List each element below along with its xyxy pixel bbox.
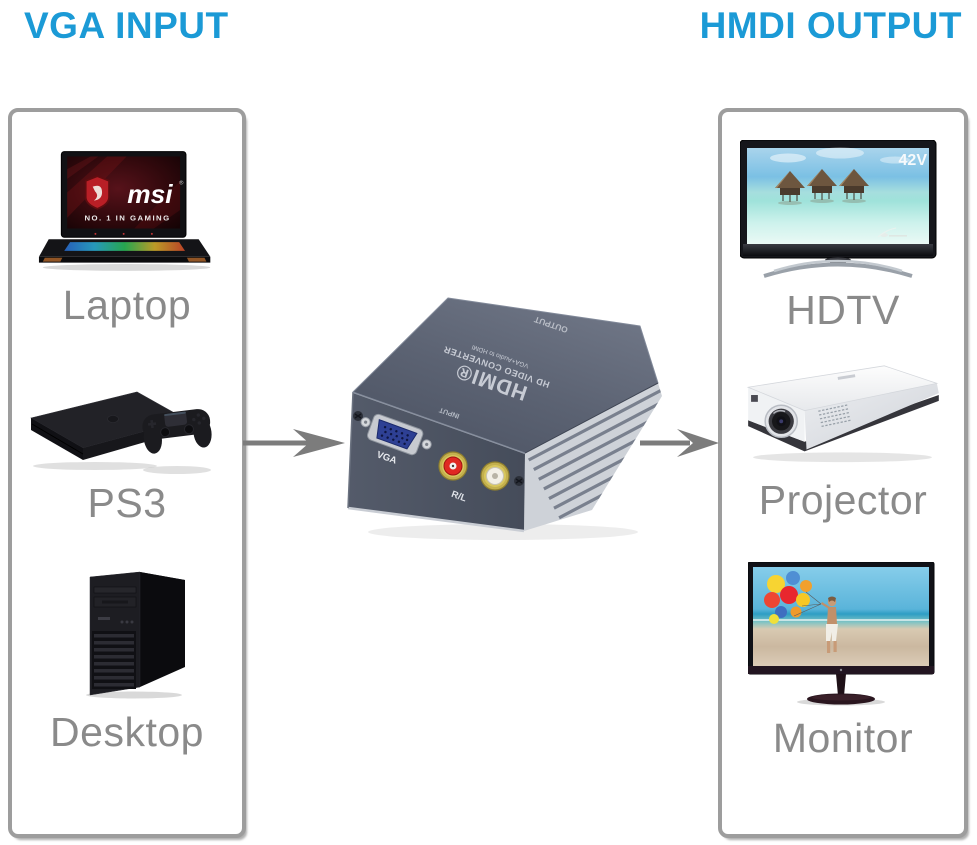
- converter-front-face: VGA R/L: [347, 391, 526, 533]
- msi-shield-logo: [84, 175, 110, 210]
- converter-top-face: HDMI® HD VIDEO CONVERTER VGA+Audio to HD…: [352, 297, 659, 454]
- msi-logo-text: msi: [127, 179, 173, 209]
- msi-registered-mark: ®: [179, 180, 184, 187]
- ps3-label: PS3: [87, 480, 167, 526]
- balloons: [764, 571, 822, 624]
- hmdi-output-title: HMDI OUTPUT: [699, 5, 962, 46]
- monitor-image: [748, 562, 935, 706]
- tv-size-badge: 42V: [899, 152, 928, 169]
- converter-image: VGA R/L HDMI® HD VIDEO CONVERTER: [347, 297, 662, 540]
- monitor-label: Monitor: [772, 715, 914, 761]
- laptop-label: Laptop: [62, 282, 192, 328]
- laptop-image: msi ® NO. 1 IN GAMING: [38, 151, 211, 271]
- beach-huts: [775, 169, 869, 205]
- rca-jack-white: [480, 461, 510, 491]
- tv-screen-logo: [877, 227, 907, 238]
- projector-label: Projector: [758, 477, 928, 523]
- projector-vents: [818, 404, 851, 428]
- rca-jack-red: [438, 451, 468, 481]
- projector-image: [746, 365, 939, 463]
- projector-lens: [764, 404, 798, 439]
- left-arrow-icon: [243, 429, 345, 457]
- output-devices-panel: 42V HDTV: [718, 108, 968, 838]
- beach-person: [821, 596, 838, 653]
- rca-port-label: R/L: [450, 489, 468, 505]
- vga-input-title: VGA INPUT: [24, 5, 229, 46]
- input-devices-panel: msi ® NO. 1 IN GAMING Laptop: [8, 108, 246, 838]
- msi-tagline: NO. 1 IN GAMING: [84, 214, 170, 223]
- ps3-console-image: [30, 391, 212, 474]
- screw: [353, 411, 363, 421]
- hdtv-label: HDTV: [786, 287, 900, 333]
- desktop-tower-image: [86, 571, 185, 699]
- desktop-label: Desktop: [50, 709, 204, 755]
- hdtv-image: 42V: [740, 140, 937, 278]
- right-arrow-icon: [640, 429, 719, 457]
- controller: [142, 409, 212, 454]
- screw: [514, 476, 524, 486]
